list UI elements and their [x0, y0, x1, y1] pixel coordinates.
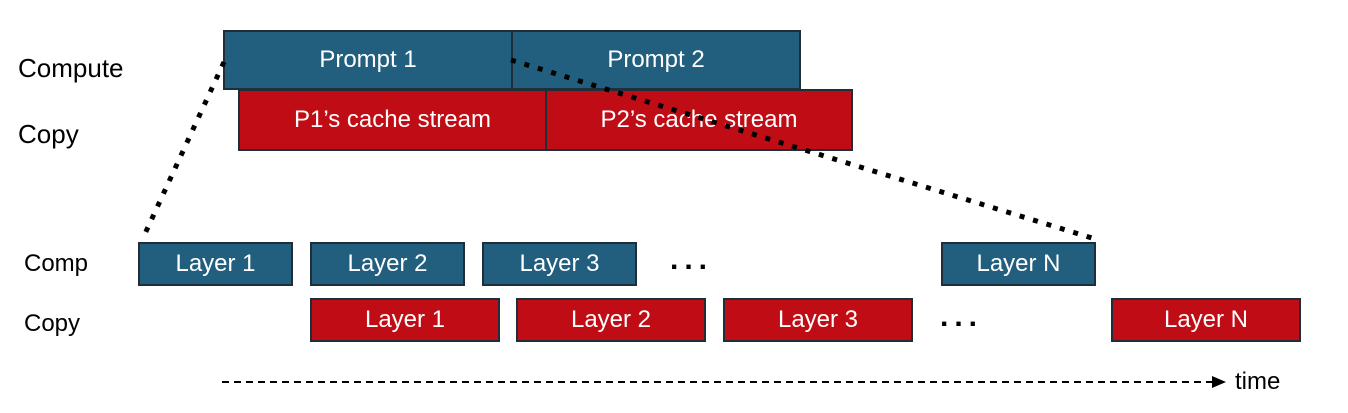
prompt-1-block: Prompt 1: [223, 30, 513, 90]
row-label-copy: Copy: [18, 119, 79, 149]
copy-layer-2-block: Layer 2: [516, 298, 706, 342]
p1-cache-stream-block: P1’s cache stream: [238, 89, 547, 151]
copy-layer-1-block: Layer 1: [310, 298, 500, 342]
row-label-copy-layers: Copy: [24, 310, 81, 337]
copy-ellipsis: ...: [940, 300, 984, 333]
copy-layer-n-block: Layer N: [1111, 298, 1301, 342]
row-label-compute: Compute: [18, 53, 124, 83]
comp-layer-1-block: Layer 1: [138, 242, 293, 286]
comp-layer-3-block: Layer 3: [482, 242, 637, 286]
comp-layer-2-block: Layer 2: [310, 242, 465, 286]
time-label: time: [1235, 368, 1281, 395]
p2-cache-stream-block: P2’s cache stream: [545, 89, 853, 151]
copy-layer-3-block: Layer 3: [723, 298, 913, 342]
zoom-line-left: [140, 60, 227, 240]
row-label-comp: Comp: [24, 250, 89, 277]
comp-layer-n-block: Layer N: [941, 242, 1096, 286]
comp-ellipsis: ...: [670, 243, 714, 276]
time-axis-arrowhead: [1212, 376, 1226, 388]
prompt-2-block: Prompt 2: [511, 30, 801, 90]
